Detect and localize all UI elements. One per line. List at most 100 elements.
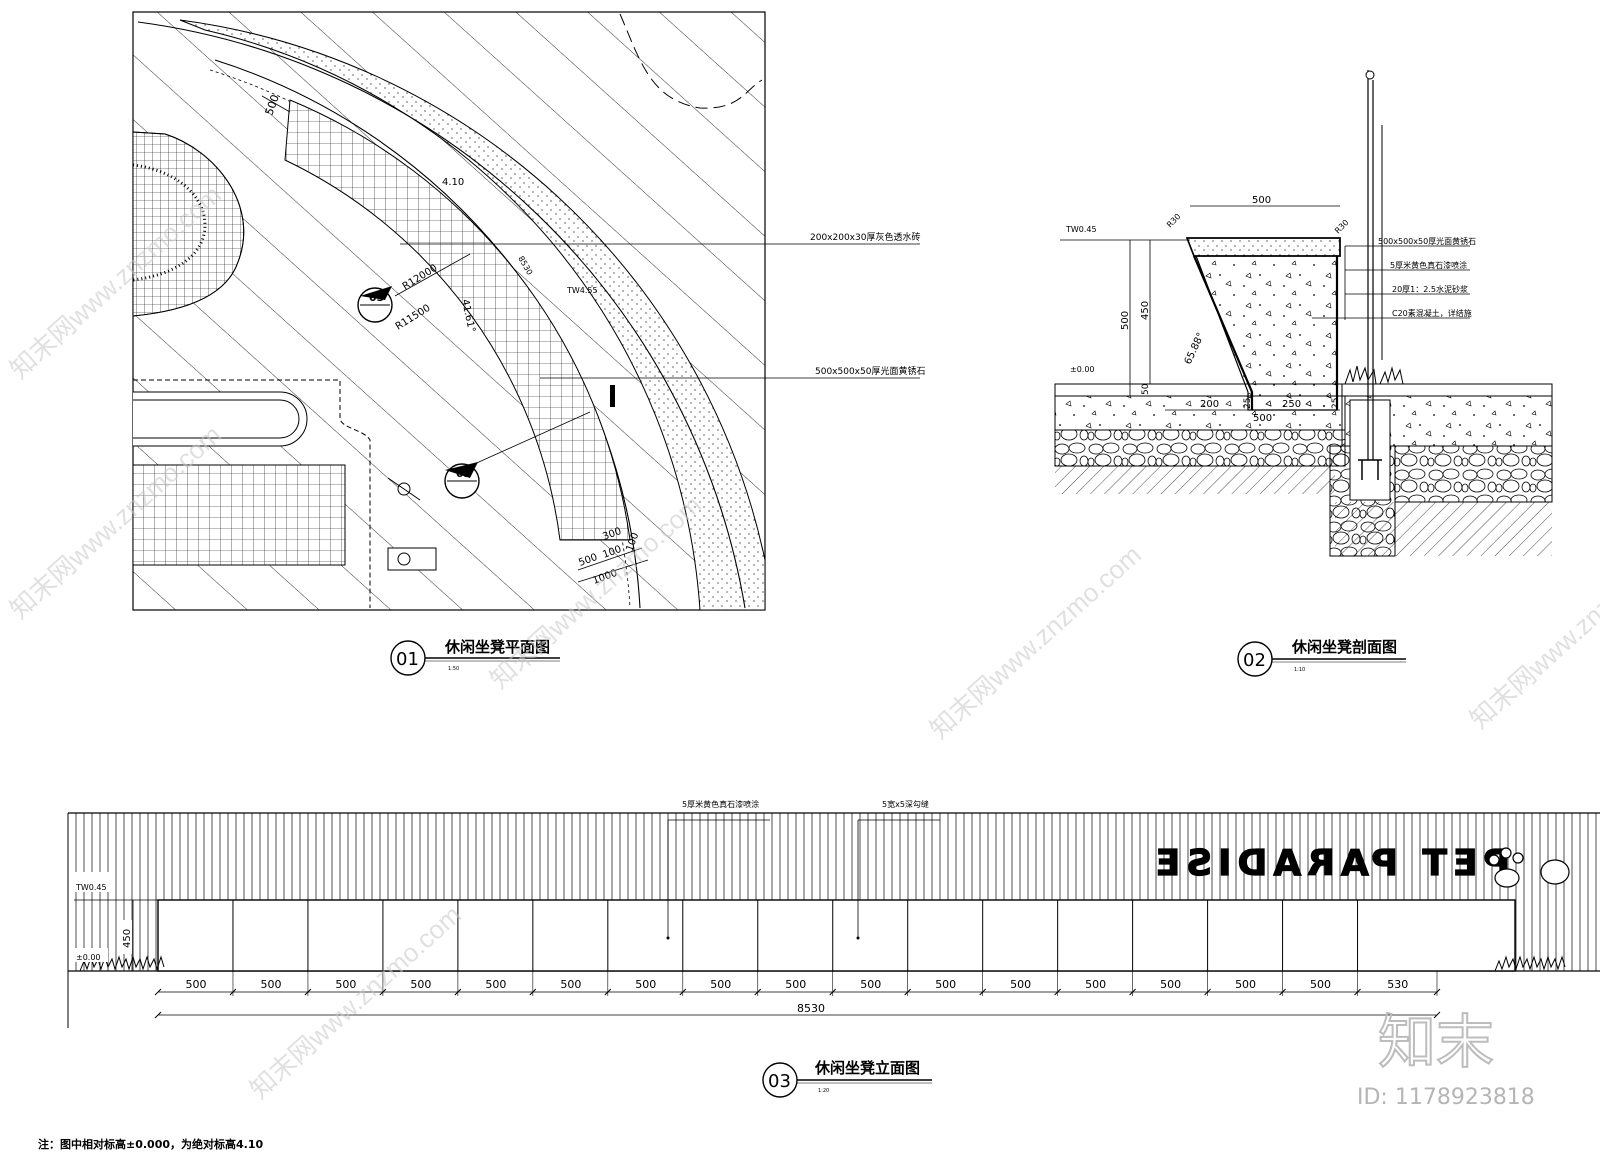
pet-paradise-sign: PET PARADISE	[1150, 843, 1510, 884]
bench-front-face	[1192, 255, 1254, 410]
dim-segment-label: 500	[560, 978, 581, 991]
dim-segment-label: 500	[485, 978, 506, 991]
brand-id: ID: 1178923818	[1357, 1085, 1535, 1110]
grid-paving	[133, 464, 346, 566]
lamp-line	[387, 477, 421, 501]
paw-icon	[1488, 847, 1524, 888]
dim-tick	[1433, 1011, 1441, 1019]
dim-segment-label: 500	[335, 978, 356, 991]
brand-logo: 知末	[1378, 1008, 1494, 1076]
section-soil-left	[1055, 466, 1335, 494]
elev-callout-paint: 5厚米黄色真石漆喷涂	[682, 799, 759, 809]
dim-segment-label: 500	[935, 978, 956, 991]
elevation-view: PET PARADISE 5厚米黄色真石漆喷涂 5宽x5深勾缝 TW0.45 ±…	[67, 799, 1600, 1098]
grass-right	[1494, 955, 1566, 972]
layer-4: C20素混凝土，详结施	[1392, 308, 1472, 318]
dim-segment-label: 500	[1310, 978, 1331, 991]
section-dim-50: 50	[1141, 383, 1151, 395]
dim-segment-label: 500	[1010, 978, 1031, 991]
dim-segment-label: 500	[860, 978, 881, 991]
layer-1: 500x500x50厚光面黄锈石	[1378, 236, 1476, 246]
elev-title-text: 休闲坐凳立面图	[814, 1059, 920, 1077]
section-soil-right	[1335, 502, 1552, 556]
section-title-text: 休闲坐凳剖面图	[1291, 638, 1397, 656]
section-angle: 65.88°	[1183, 331, 1207, 366]
dim-segment-label: 500	[410, 978, 431, 991]
elev-zero: ±0.00	[76, 953, 101, 962]
plan-title-number: 01	[396, 649, 419, 670]
dim-segment-label: 500	[1235, 978, 1256, 991]
section-r30-left: R30	[1165, 212, 1183, 230]
section-dim-450-v: 450	[1140, 301, 1151, 320]
section-marker-03: 03	[357, 286, 393, 323]
section-tick	[610, 385, 615, 407]
post-footing	[1349, 399, 1391, 501]
section-title-number: 02	[1243, 650, 1266, 671]
callout-paint-dot	[666, 936, 670, 940]
dim-segment-label: 500	[260, 978, 281, 991]
dim-chain: 500 500 500 500 500 500 500 500 500 500 500 500 500 5…	[154, 971, 1441, 1019]
dashed-boundary	[619, 13, 763, 109]
dim-segment-label: 500	[710, 978, 731, 991]
elev-total: 8530	[797, 1002, 825, 1015]
footnote: 注：图中相对标高±0.000，为绝对标高4.10	[38, 1137, 263, 1151]
rounded-path-inner	[133, 399, 300, 439]
bench-elevation	[157, 899, 1516, 972]
zero-label-bg	[72, 948, 108, 962]
tw-level: TW4.55	[566, 286, 598, 295]
plan-title: 01 休闲坐凳平面图 1:50	[390, 638, 560, 676]
section-dim-25b: 25	[1331, 398, 1341, 409]
rounded-path-outer	[133, 391, 308, 447]
dim-segment-label: 500	[785, 978, 806, 991]
fixture-box	[387, 547, 437, 571]
section-tw: TW0.45	[1065, 225, 1097, 234]
section-dim-500-v: 500	[1120, 311, 1131, 330]
grass-tuft-a	[1344, 365, 1377, 385]
plan-title-text: 休闲坐凳平面图	[444, 638, 550, 656]
dim-segment-label: 500	[635, 978, 656, 991]
path-edge-dashed	[133, 379, 371, 608]
section-gravel-right	[1394, 445, 1553, 503]
section-dim-500-b: 500	[1253, 413, 1272, 424]
elev-title-scale: 1:20	[818, 1088, 829, 1094]
dim-line-b	[577, 559, 649, 583]
elevation-title: 03 休闲坐凳立面图 1:20	[762, 1059, 932, 1098]
section-dim-500-top: 500	[1252, 195, 1271, 206]
section-dim-25a: 25	[1243, 398, 1253, 409]
dim-segment-label: 530	[1387, 978, 1408, 991]
plan-title-scale: 1:50	[448, 666, 459, 672]
dim-4-10: 4.10	[442, 177, 464, 188]
layer-2: 5厚米黄色真石漆喷涂	[1390, 260, 1467, 270]
dim-segment-label: 500	[185, 978, 206, 991]
section-title-scale: 1:10	[1294, 667, 1305, 673]
callout-groove-dot	[856, 936, 860, 940]
dog-figure	[1540, 859, 1570, 885]
section-gravel-left	[1054, 429, 1346, 467]
section-dim-250: 250	[1282, 399, 1301, 410]
section-title: 02 休闲坐凳剖面图 1:10	[1237, 638, 1406, 677]
section-cut-line-03	[394, 253, 471, 297]
watermark-text: 知末网www.znzmo.com	[1464, 529, 1600, 734]
callout-granite: 500x500x50厚光面黄锈石	[815, 365, 925, 377]
stone-path-band	[179, 19, 765, 610]
elev-title-number: 03	[768, 1071, 791, 1092]
grass-tuft-b	[1379, 366, 1404, 385]
section-zero: ±0.00	[1070, 365, 1095, 374]
dim-500-line	[261, 95, 291, 113]
bench-top-dots	[1185, 237, 1341, 257]
bench-paving-grid	[284, 99, 631, 541]
layer-3: 20厚1：2.5水泥砂浆	[1392, 284, 1468, 294]
marker-03-label: 03	[369, 291, 384, 304]
section-r30-right: R30	[1333, 218, 1351, 236]
outer-edge-arc	[137, 21, 746, 609]
dim-line-a	[577, 547, 643, 571]
planter-bed-grid	[133, 131, 245, 317]
callout-permeable-brick: 200x200x30厚灰色透水砖	[810, 231, 920, 243]
section-marker-02: 02	[444, 462, 480, 499]
pole-cap	[1365, 70, 1375, 80]
tw-label-bg	[72, 872, 114, 892]
h450-bg	[118, 920, 132, 954]
section-dim-200: 200	[1200, 399, 1219, 410]
anchor-bolts	[1358, 459, 1382, 480]
